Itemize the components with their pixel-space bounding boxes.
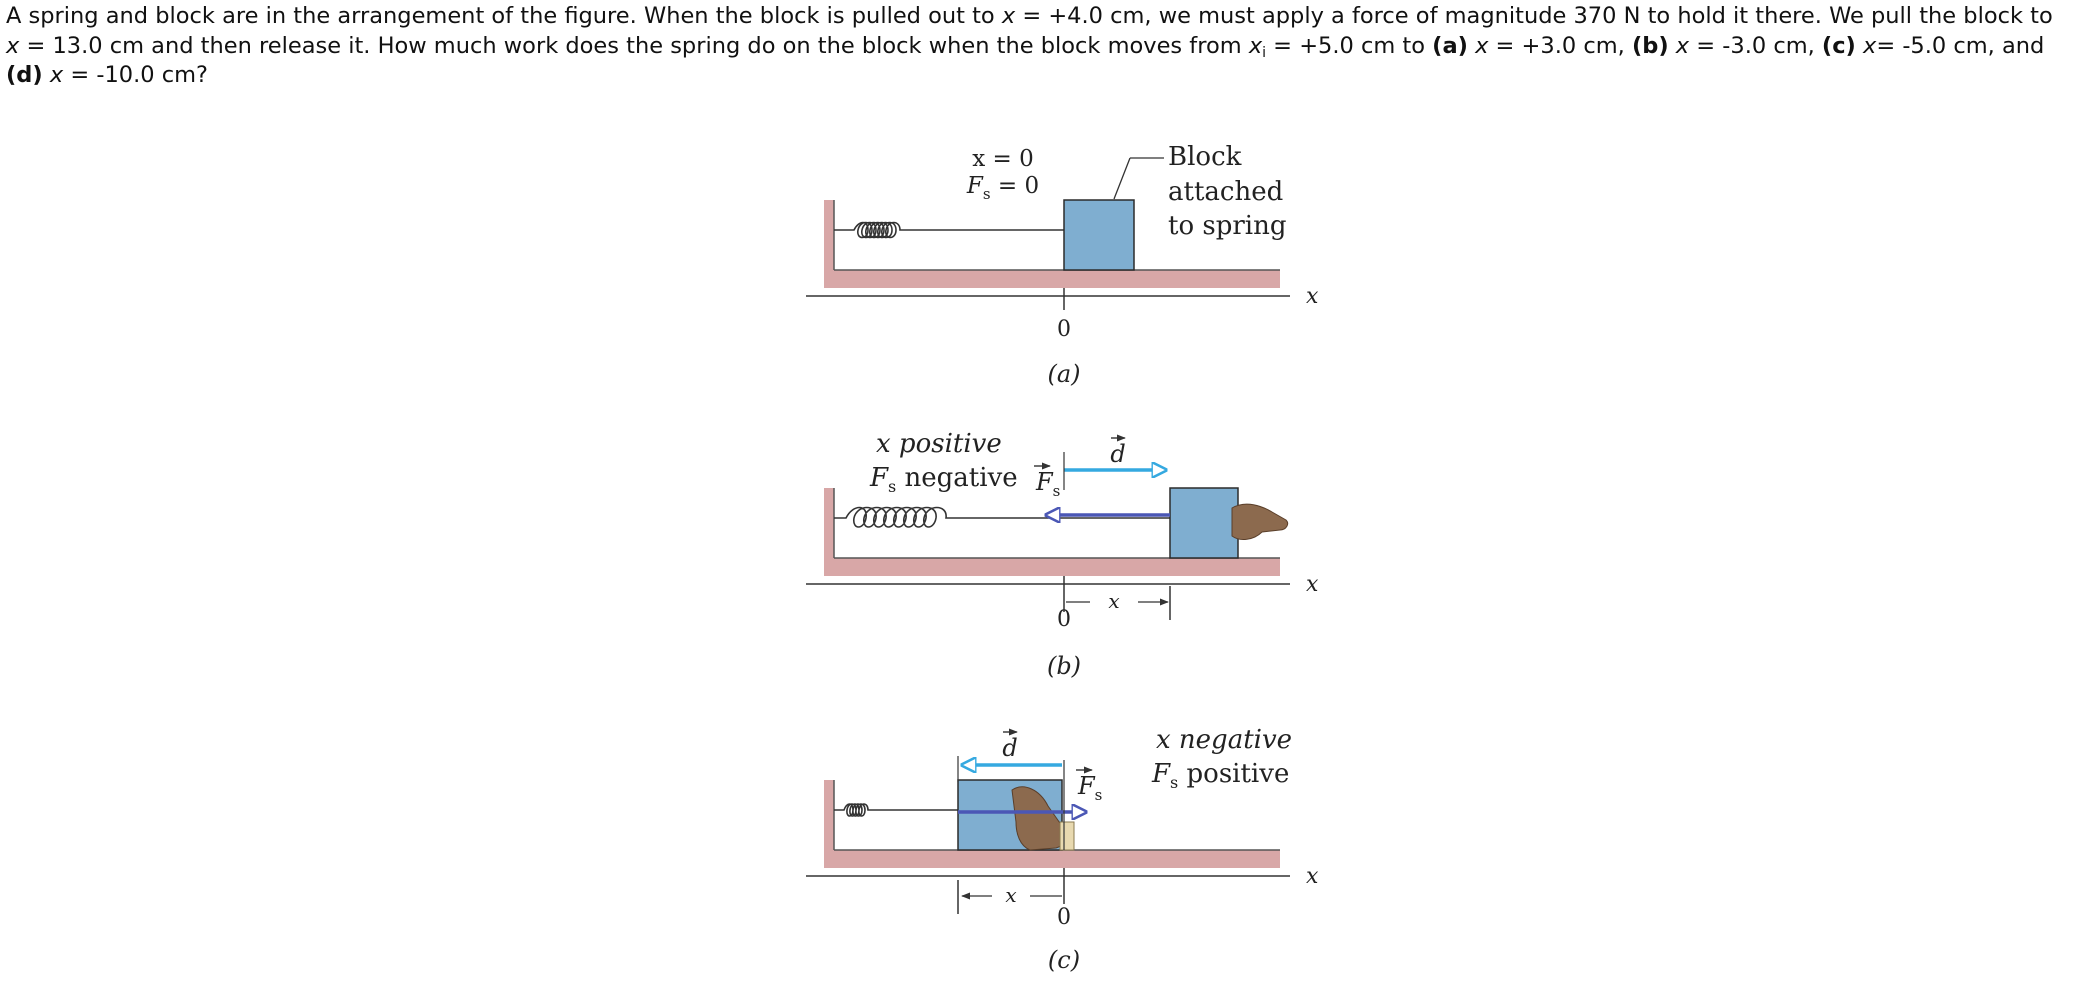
state-x-negative: x negative [1156, 725, 1292, 755]
spring-stretched [834, 506, 1170, 528]
displacement-label: x [1005, 883, 1016, 907]
floor [824, 558, 1280, 576]
axis-label: x [1306, 284, 1319, 309]
origin-label: 0 [1057, 905, 1071, 930]
hand-icon [1231, 503, 1289, 540]
d-vector-label: d [1110, 440, 1125, 468]
block-label: attached [1168, 177, 1283, 207]
part-b-label: (b) [1631, 32, 1669, 59]
axis-label: x [1306, 864, 1319, 889]
caption-c: (c) [1048, 946, 1080, 974]
floor [824, 270, 1280, 288]
panel-a: x = 0 Fs = 0 Block attached to spring x … [806, 142, 1319, 388]
fs-vector-label: Fs [1035, 468, 1060, 500]
spring-compressed [834, 803, 958, 817]
eq-fs-zero: Fs = 0 [966, 173, 1039, 203]
variable-x: x [1862, 32, 1877, 59]
variable-x-initial: x [1248, 32, 1263, 59]
origin-label: 0 [1057, 317, 1071, 342]
spring [834, 221, 1064, 239]
block [1169, 487, 1239, 559]
problem-text: = -3.0 cm, [1689, 32, 1822, 59]
part-d-label: (d) [6, 62, 43, 88]
block [1063, 199, 1135, 271]
state-fs-positive: Fs positive [1151, 759, 1289, 792]
axis-label: x [1306, 572, 1319, 597]
floor [824, 850, 1280, 868]
problem-text: A spring and block are in the arrangemen… [6, 3, 1002, 29]
variable-x: x [1001, 3, 1016, 29]
problem-text: = -10.0 cm? [63, 62, 208, 88]
part-a-label: (a) [1432, 32, 1468, 59]
caption-a: (a) [1047, 360, 1080, 388]
problem-text: = +4.0 cm, we must apply a force of magn… [1015, 3, 2053, 29]
problem-text: = -5.0 cm, and [1876, 32, 2045, 59]
panel-b: x positive Fs negative d Fs x x 0 (b) [806, 429, 1319, 680]
problem-text: = +5.0 cm to [1266, 32, 1433, 59]
d-vector-label: d [1002, 734, 1017, 762]
fs-vector-label: Fs [1077, 772, 1102, 804]
subscript-i: i [1262, 44, 1267, 61]
variable-x: x [1475, 32, 1489, 59]
state-x-positive: x positive [876, 429, 1002, 459]
displacement-label: x [1108, 589, 1119, 613]
wall [824, 488, 834, 576]
variable-x: x [1675, 32, 1690, 59]
part-c-label: (c) [1821, 32, 1856, 59]
panel-c: d Fs x negative Fs positive x x 0 (c) [806, 725, 1319, 974]
problem-text: = +3.0 cm, [1488, 32, 1632, 59]
origin-label: 0 [1057, 607, 1071, 632]
wall [824, 200, 834, 288]
wall [824, 780, 834, 868]
problem-text: = 13.0 cm and then release it. How much … [19, 32, 1249, 59]
block-label: Block [1168, 142, 1242, 172]
caption-b: (b) [1047, 652, 1081, 680]
variable-x: x [49, 62, 64, 88]
eq-x-zero: x = 0 [972, 146, 1034, 172]
variable-x: x [6, 32, 20, 59]
state-fs-negative: Fs negative [869, 463, 1018, 496]
hand-cuff [1059, 821, 1075, 851]
block-label: to spring [1168, 211, 1287, 241]
callout-line [1113, 157, 1131, 200]
problem-statement: A spring and block are in the arrangemen… [6, 2, 2072, 91]
